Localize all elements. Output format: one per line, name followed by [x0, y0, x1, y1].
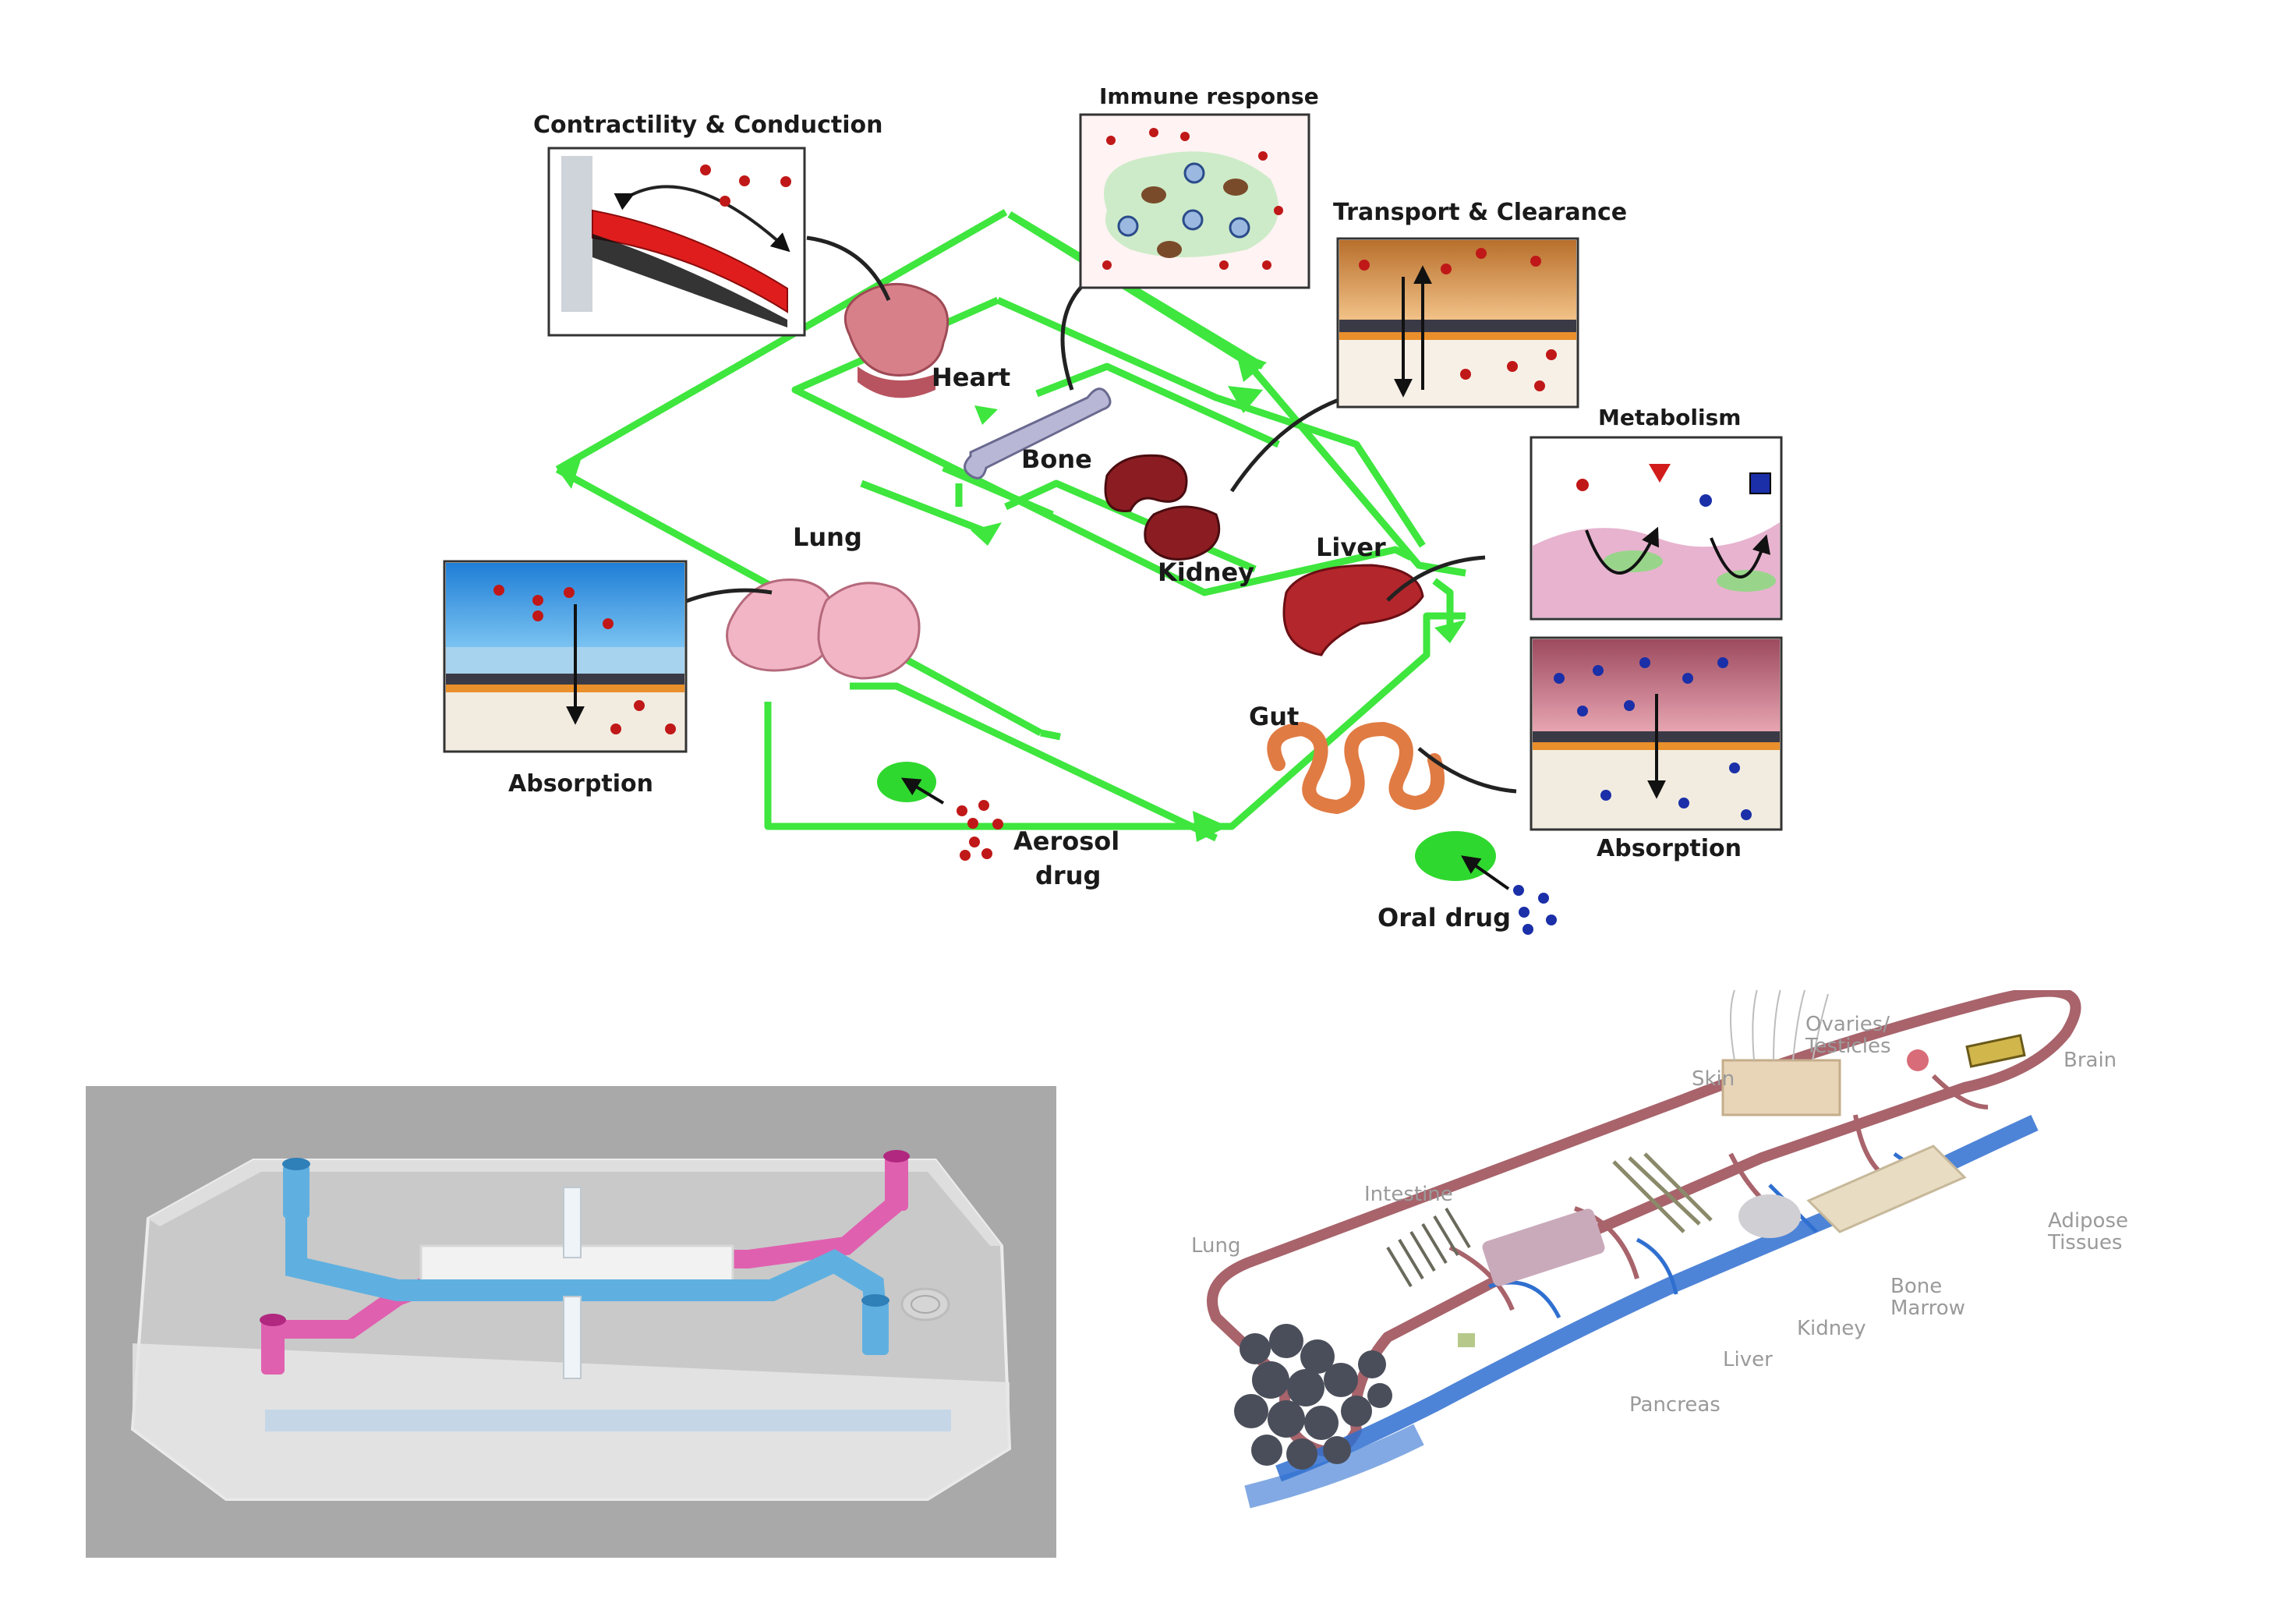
label-skin: Skin	[1692, 1067, 1735, 1091]
label-lung: Lung	[1191, 1234, 1241, 1258]
oral-inlet-well	[1415, 831, 1496, 881]
callout-arrows	[677, 235, 1517, 794]
body-chip-svg: Lung Intestine Skin Ovaries/ Testicles B…	[1191, 985, 2128, 1509]
label-bone-marrow-1: Bone	[1890, 1275, 1942, 1298]
bone-marrow-module	[1738, 1194, 1801, 1238]
flow-arrows	[557, 351, 1466, 842]
gut-organ	[1267, 721, 1445, 815]
label-bone-marrow-2: Marrow	[1890, 1297, 1965, 1320]
schematic-svg: Aerosol drug Oral drug Heart Bone Kidney…	[443, 83, 1783, 935]
liver-organ	[1282, 564, 1424, 656]
aerosol-drug-dots	[957, 800, 1003, 861]
label-brain: Brain	[2064, 1049, 2117, 1072]
body-on-chip-render: Lung Intestine Skin Ovaries/ Testicles B…	[1154, 985, 2167, 1536]
contractility-title: Contractility & Conduction	[533, 111, 882, 139]
chip-svg	[130, 1150, 1012, 1501]
gut-absorption-title: Absorption	[1597, 835, 1742, 862]
label-ovaries-2: Testicles	[1805, 1035, 1890, 1058]
label-liver: Liver	[1723, 1348, 1773, 1371]
lung-organ	[726, 578, 921, 680]
gut-label: Gut	[1249, 702, 1299, 731]
adipose-module	[1806, 1145, 1967, 1233]
metabolism-title: Metabolism	[1598, 405, 1741, 430]
kidney-module	[1612, 1152, 1713, 1233]
liver-label: Liver	[1316, 532, 1386, 562]
contractility-box	[547, 147, 806, 337]
blue-channel	[285, 1204, 888, 1339]
oral-drug-dots	[1513, 885, 1557, 935]
aerosol-label-2: drug	[1035, 861, 1101, 890]
label-pancreas: Pancreas	[1629, 1393, 1721, 1417]
gut-absorption-box	[1530, 636, 1783, 831]
transport-title: Transport & Clearance	[1333, 199, 1627, 226]
label-ovaries-1: Ovaries/	[1805, 1013, 1890, 1036]
heart-organ	[843, 282, 950, 398]
intestine-module	[1386, 1207, 1471, 1288]
heart-label: Heart	[932, 363, 1010, 392]
immune-box	[1079, 113, 1310, 289]
lung-cluster	[1234, 1324, 1392, 1470]
skin-hairs	[1730, 985, 1829, 1061]
label-intestine: Intestine	[1364, 1183, 1453, 1206]
bone-label: Bone	[1021, 444, 1092, 474]
label-adipose-1: Adipose	[2048, 1209, 2128, 1233]
logo-medallion	[900, 1287, 950, 1321]
transport-box	[1336, 237, 1579, 409]
liver-module	[1482, 1208, 1605, 1286]
bone-organ	[964, 387, 1112, 479]
organ-chip-render	[86, 1086, 1056, 1558]
lung-absorption-title: Absorption	[508, 770, 653, 798]
label-kidney: Kidney	[1797, 1317, 1866, 1340]
multi-organ-schematic: Aerosol drug Oral drug Heart Bone Kidney…	[443, 83, 1783, 935]
kidney-label: Kidney	[1158, 557, 1254, 587]
aerosol-label-1: Aerosol	[1013, 826, 1119, 856]
metabolism-box	[1530, 436, 1783, 621]
lung-label: Lung	[793, 522, 862, 552]
lung-absorption-box	[443, 560, 688, 753]
brain-module	[1965, 1034, 2026, 1068]
oral-drug-label: Oral drug	[1377, 903, 1511, 932]
pancreas-module	[1458, 1333, 1475, 1347]
label-adipose-2: Tissues	[2047, 1231, 2122, 1254]
kidney-organ	[1104, 454, 1221, 561]
skin-module	[1721, 1059, 1841, 1116]
immune-title: Immune response	[1099, 83, 1319, 109]
ovaries-module	[1907, 1049, 1929, 1071]
